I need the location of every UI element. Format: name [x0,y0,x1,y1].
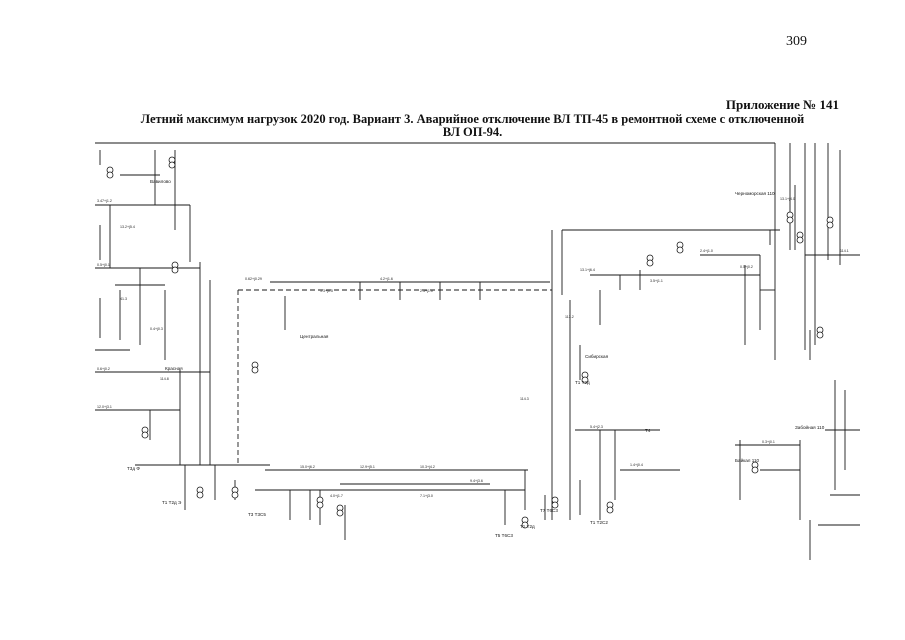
label-chernomorskaya: Черноморская 110 [735,191,775,196]
svg-text:114.3: 114.3 [520,397,529,401]
svg-text:0.3+j0.1: 0.3+j0.1 [762,440,775,444]
label-t3-t3s5: Т3 Т3С5 [248,512,266,517]
label-t1-t2d-b: Т1 Т2д [520,524,535,529]
svg-text:1.3+j0.5: 1.3+j0.5 [320,289,333,293]
label-t3d-f: Т3д Ф [127,466,140,471]
label-baykal: Байкал 110 [735,457,760,463]
svg-text:13.1+j6.4: 13.1+j6.4 [580,268,595,272]
svg-text:13.1+j4.0: 13.1+j4.0 [780,197,795,201]
svg-text:1.4+j0.4: 1.4+j0.4 [630,463,643,467]
label-t5-t6s3: Т5 Т6С3 [495,533,513,538]
diagram-title: Летний максимум нагрузок 2020 год. Вариа… [100,113,845,139]
svg-text:114.1: 114.1 [840,249,849,253]
label-t7-t6s3: Т7 Т6С3 [540,508,558,513]
svg-text:3.5+j1.1: 3.5+j1.1 [650,279,663,283]
label-zaboynaya: Забойная 110 [795,424,825,430]
svg-text:3.47+j1.2: 3.47+j1.2 [97,199,112,203]
label-krasnaya: Красная [165,366,183,371]
svg-text:2.3+j1.0: 2.3+j1.0 [420,289,433,293]
label-centralnaya: Центральная [300,334,329,339]
label-t4: Т4 [645,428,651,433]
svg-text:114.8: 114.8 [160,377,169,381]
svg-text:0.4+j0.3: 0.4+j0.3 [150,327,163,331]
svg-text:2.4+j1.0: 2.4+j1.0 [700,249,713,253]
svg-text:10.3+j4.2: 10.3+j4.2 [420,465,435,469]
appendix-label: Приложение № 141 [725,97,839,112]
label-t1-t2s2: Т1 Т2С2 [590,520,608,525]
svg-text:12.9+j5.1: 12.9+j5.1 [360,465,375,469]
svg-text:12.0+j3.1: 12.0+j3.1 [97,405,112,409]
svg-text:15.0+j6.2: 15.0+j6.2 [300,465,315,469]
title-line-1: Летний максимум нагрузок 2020 год. Вариа… [140,112,805,126]
label-vavilovo: Вавилово [150,179,171,184]
svg-text:113.2: 113.2 [565,315,574,319]
svg-text:0.62+j0.29: 0.62+j0.29 [245,277,262,281]
title-line-2: ВЛ ОП-94. [442,125,503,139]
svg-text:0.5+j0.2: 0.5+j0.2 [740,265,753,269]
svg-text:7.1+j3.0: 7.1+j3.0 [420,494,433,498]
label-sibirskaya: Сибирская [585,354,609,359]
page-number: 309 [786,34,807,49]
svg-text:4.2+j1.6: 4.2+j1.6 [380,277,393,281]
svg-text:9.4+j3.6: 9.4+j3.6 [470,479,483,483]
label-t1-t2d-a: Т1 Т2д [575,380,590,385]
svg-text:0.5+j0.1: 0.5+j0.1 [97,263,110,267]
svg-text:41.3: 41.3 [120,297,127,301]
svg-text:13.2+j5.4: 13.2+j5.4 [120,225,135,229]
svg-text:4.0+j1.7: 4.0+j1.7 [330,494,343,498]
svg-text:5.4+j2.3: 5.4+j2.3 [590,425,603,429]
label-t1-t2d-e: Т1 Т2д Э [162,500,182,505]
svg-text:0.6+j0.2: 0.6+j0.2 [97,367,110,371]
